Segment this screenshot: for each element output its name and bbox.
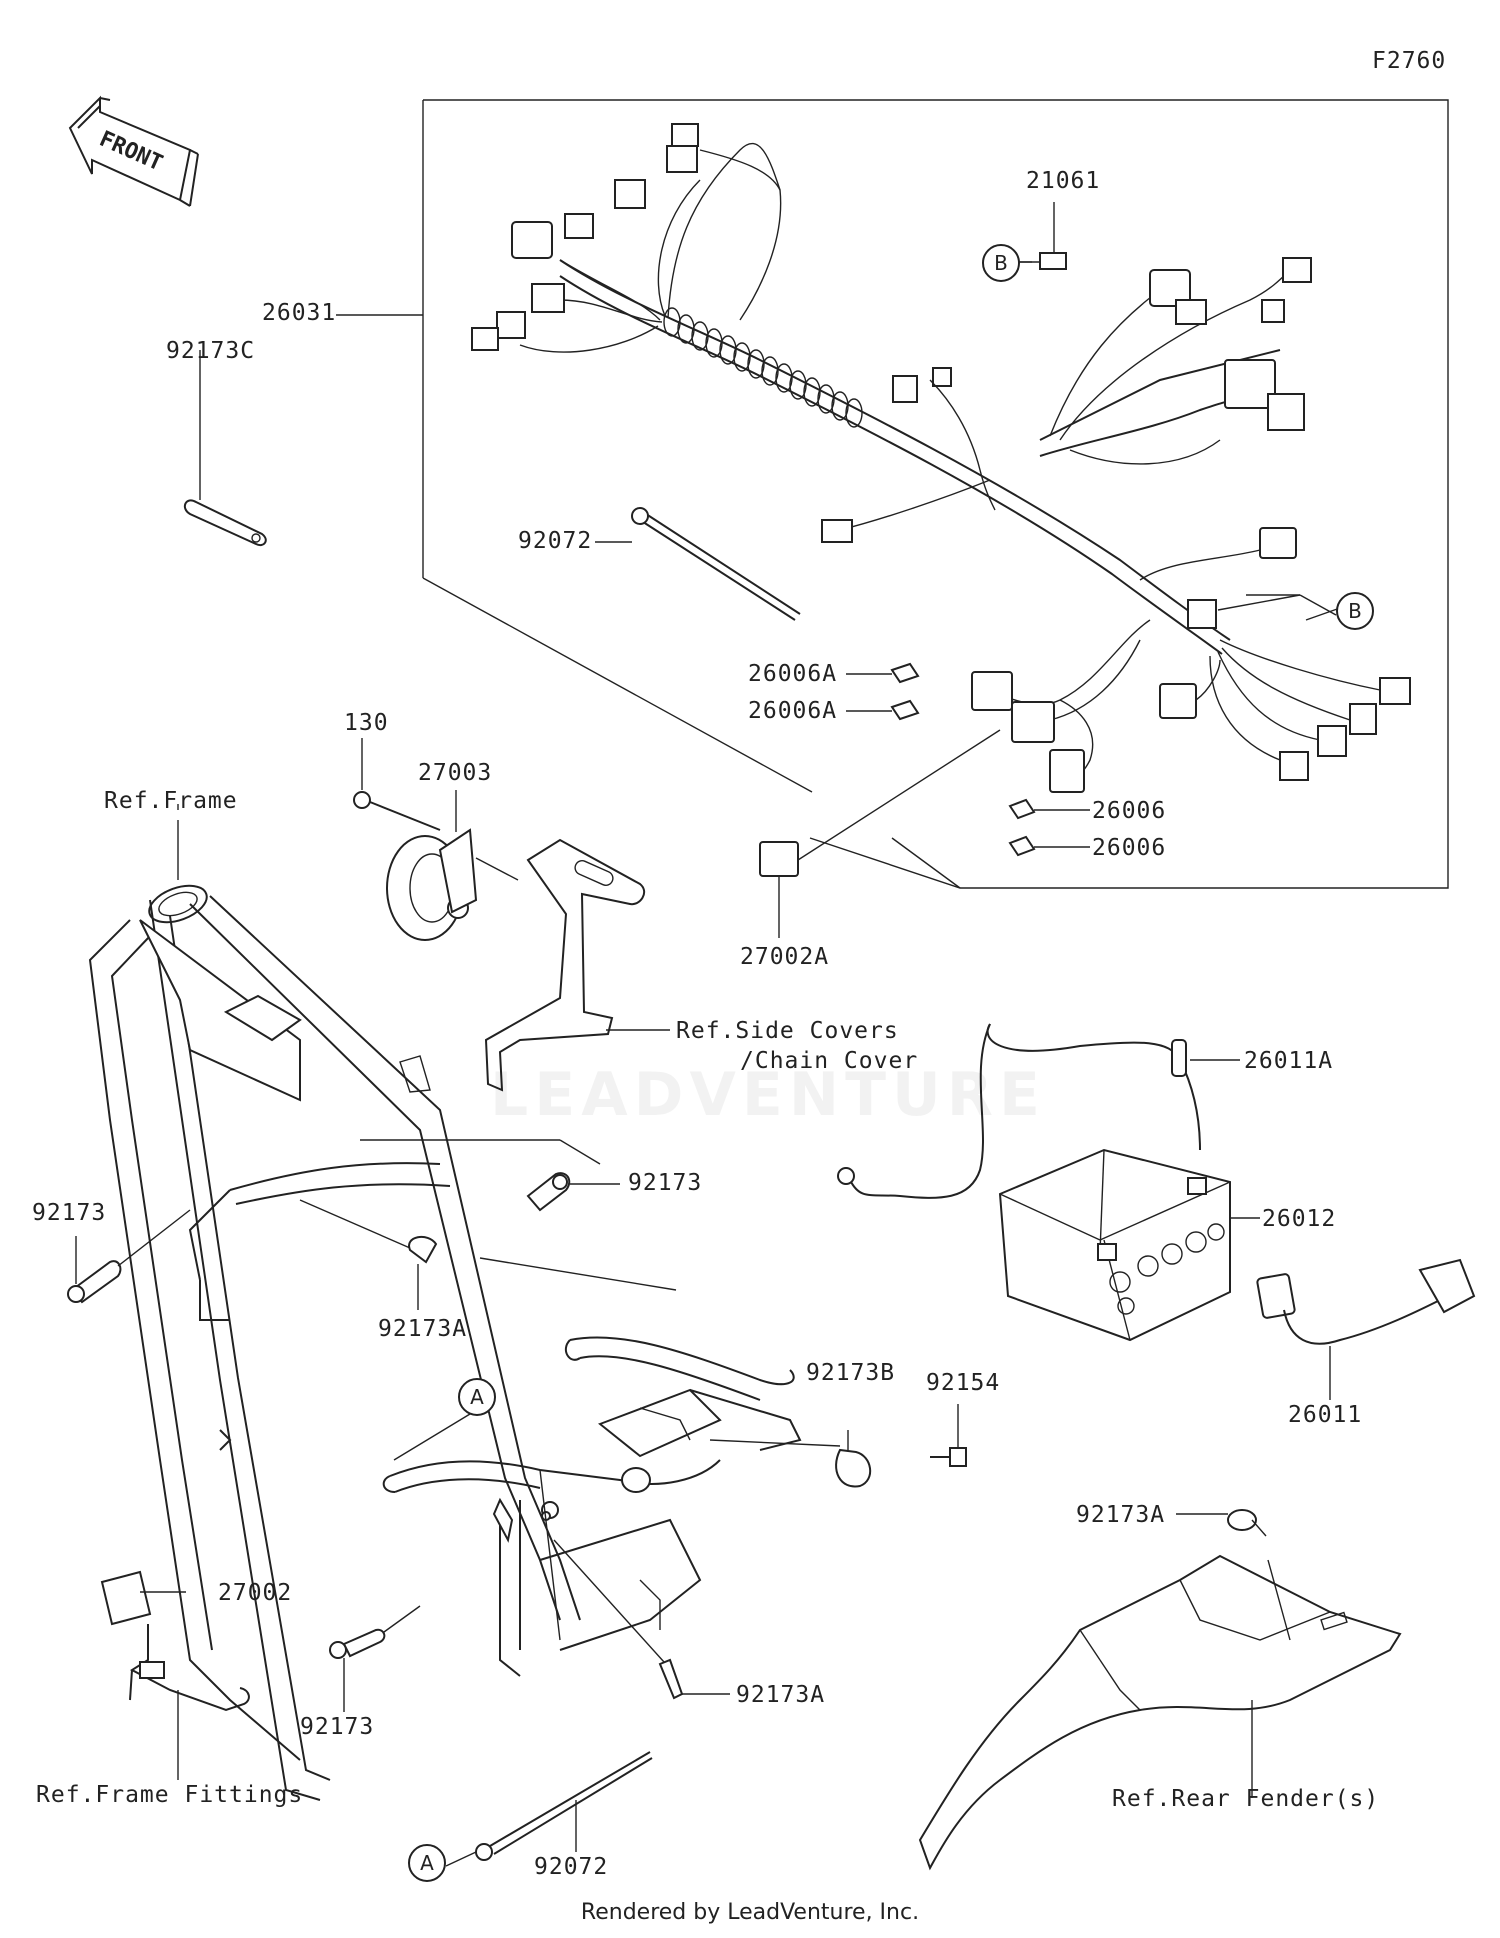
callout-a-frame: A [458, 1378, 496, 1416]
part-92173A-bottom-label: 92173A [736, 1682, 826, 1708]
part-130-label: 130 [344, 710, 389, 736]
clamp-92173-mid [360, 1139, 620, 1212]
part-26012-label: 26012 [1262, 1206, 1337, 1232]
relay-27002 [100, 1570, 250, 1780]
ref-frame-fittings-label: Ref.Frame Fittings [36, 1782, 304, 1808]
fuse-26006A-2 [846, 699, 920, 721]
part-27002-label: 27002 [218, 1580, 293, 1606]
cable-tie-92072-top [595, 507, 801, 621]
part-92072-bottom-label: 92072 [534, 1854, 609, 1880]
part-92173A-mid-label: 92173A [378, 1316, 468, 1342]
part-92173-bottom-label: 92173 [300, 1714, 375, 1740]
figure-code: F2760 [1372, 48, 1447, 74]
part-26011A-label: 26011A [1244, 1048, 1334, 1074]
part-92072-top-label: 92072 [518, 528, 593, 554]
part-26011-label: 26011 [1288, 1402, 1363, 1428]
battery-cable-26011A [837, 1023, 1240, 1199]
clamp-92173A-right [1176, 1509, 1267, 1537]
relay-21061 [1016, 202, 1067, 270]
fuse-26006A-1 [846, 662, 920, 684]
part-26006A-2-label: 26006A [748, 698, 838, 724]
clamp-92173-bottom [329, 1605, 421, 1712]
bolt-92154 [930, 1404, 967, 1467]
part-92173A-right-label: 92173A [1076, 1502, 1166, 1528]
clamp-92173A-mid [299, 1199, 438, 1310]
part-92173C-label: 92173C [166, 338, 256, 364]
clamp-92173A-bottom [553, 1539, 730, 1700]
frame [88, 804, 802, 1801]
side-cover-bracket [484, 838, 670, 1092]
callout-b-top: B [982, 244, 1020, 282]
part-26006-1-label: 26006 [1092, 798, 1167, 824]
part-26006A-1-label: 26006A [748, 661, 838, 687]
part-92173B-label: 92173B [806, 1360, 896, 1386]
front-arrow-icon: FRONT [68, 95, 199, 207]
ref-frame-label: Ref.Frame [104, 788, 238, 814]
ref-chain-cover-label: /Chain Cover [740, 1048, 919, 1074]
ref-rear-fender-label: Ref.Rear Fender(s) [1112, 1786, 1380, 1812]
battery-cable-26011 [1256, 1258, 1476, 1400]
fuse-26006-2 [1008, 835, 1090, 857]
part-27003-label: 27003 [418, 760, 493, 786]
part-26006-2-label: 26006 [1092, 835, 1167, 861]
part-21061-label: 21061 [1026, 168, 1101, 194]
footer-credit: Rendered by LeadVenture, Inc. [580, 1900, 920, 1925]
main-wiring-harness [471, 123, 1411, 793]
bolt-130 [353, 738, 441, 831]
ref-side-covers-label: Ref.Side Covers [676, 1018, 899, 1044]
rear-fender [918, 1554, 1402, 1871]
part-92173-left-label: 92173 [32, 1200, 107, 1226]
part-92154-label: 92154 [926, 1370, 1001, 1396]
callout-b-right: B [1336, 592, 1374, 630]
cable-tie-92072-bottom [445, 1751, 653, 1867]
watermark: LEADVENTURE [490, 1060, 1046, 1130]
clamp-92173B [709, 1430, 871, 1488]
callout-a-bottom: A [408, 1844, 446, 1882]
part-27002A-label: 27002A [740, 944, 830, 970]
strap-92173C [183, 350, 267, 546]
relay-27002A [759, 729, 1001, 938]
harness-group-box [422, 99, 1449, 889]
part-26031-label: 26031 [262, 300, 337, 326]
horn-27003 [386, 790, 519, 941]
battery-26012 [998, 1148, 1260, 1342]
part-92173-mid-label: 92173 [628, 1170, 703, 1196]
clamp-92173-left [67, 1209, 191, 1304]
fuse-26006-1 [1008, 798, 1090, 820]
